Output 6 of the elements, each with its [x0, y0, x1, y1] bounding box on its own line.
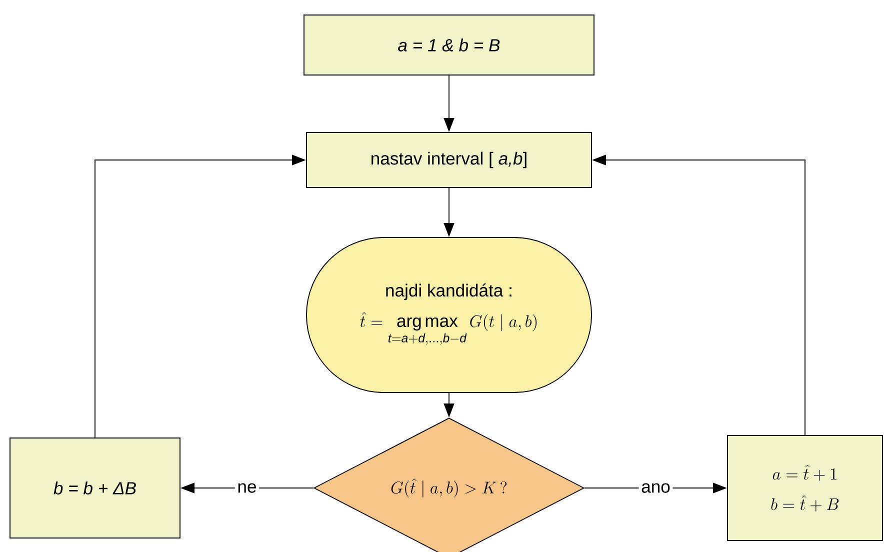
edge-label: ne: [234, 480, 260, 496]
process-box: nastav interval [ a,b]: [306, 132, 592, 188]
process-box: a = 1 & b = B: [304, 14, 594, 76]
process-box: $a = \hat{t} + 1$ $b = \hat{t} + B$: [727, 435, 883, 541]
edge-label: ano: [638, 480, 673, 496]
process-box: b = b + ΔB: [10, 438, 180, 538]
